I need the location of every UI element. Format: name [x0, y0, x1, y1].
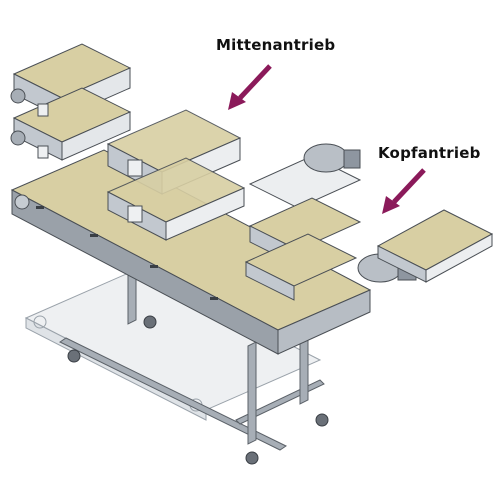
caster-wheel — [143, 315, 157, 329]
caster-wheel — [67, 349, 81, 363]
head-drive-modules — [244, 143, 417, 301]
upper-left-modules — [10, 43, 132, 161]
callout-arrows — [228, 64, 426, 214]
caster-wheel — [245, 451, 259, 465]
center-drive-arrowhead — [228, 92, 246, 110]
drive-motor — [303, 143, 349, 173]
caster-wheel — [315, 413, 329, 427]
center-drive-modules — [106, 109, 246, 241]
casters — [67, 315, 329, 465]
head-drive-label: Kopfantrieb — [378, 144, 481, 162]
center-drive-arrow — [238, 64, 272, 100]
head-section-conveyor — [376, 209, 494, 283]
center-drive-label: Mittenantrieb — [216, 36, 336, 54]
head-drive-arrowhead — [382, 196, 400, 214]
head-drive-arrow — [392, 168, 426, 204]
